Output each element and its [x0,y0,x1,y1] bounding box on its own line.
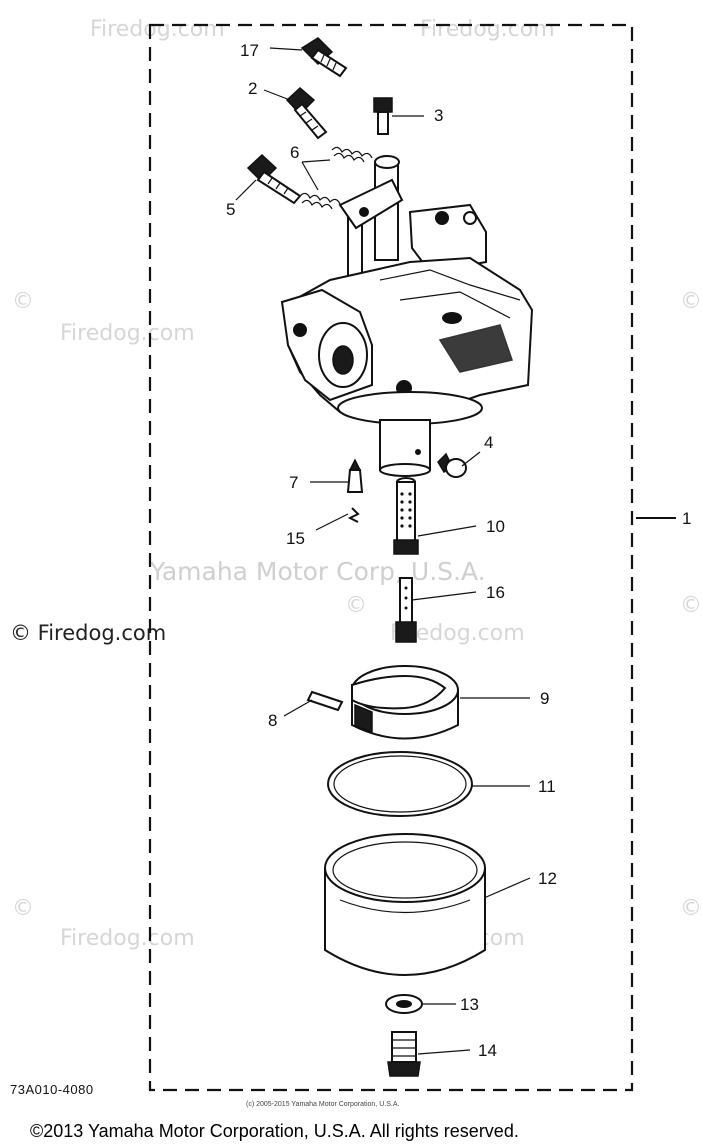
watermark-middle: Yamaha Motor Corp, U.S.A. [149,557,486,586]
watermark-text: Firedog.com [420,17,555,42]
part-6-springs [299,146,373,210]
svg-text:©: © [12,289,34,314]
part-4-screw [437,452,467,478]
callout-17: 17 [240,41,259,60]
callout-labels: 17 2 3 6 5 4 7 15 10 16 9 8 11 12 13 14 … [226,41,691,1060]
callout-5: 5 [226,200,235,219]
svg-text:©: © [680,896,702,921]
watermark-layer: © Firedog.com © © © Firedog.com © Firedo… [10,17,702,951]
part-7-needle [346,458,364,493]
svg-text:©: © [680,593,702,618]
carburetor-body [280,155,534,477]
callout-15: 15 [286,529,305,548]
part-17-screw [300,37,348,78]
part-15-clip [347,507,360,523]
leader-lines [235,47,531,1055]
watermark-left: © Firedog.com [10,621,166,645]
svg-text:©: © [345,593,367,618]
part-8-pin [306,690,344,712]
svg-text:©: © [680,289,702,314]
callout-10: 10 [486,517,505,536]
part-12-float-bowl [324,833,486,976]
callout-8: 8 [268,711,277,730]
callout-6: 6 [290,143,299,162]
callout-2: 2 [248,79,257,98]
callout-12: 12 [538,869,557,888]
svg-text:©: © [12,896,34,921]
part-13-washer [385,994,423,1014]
watermark-text: Firedog.com [90,17,225,42]
assembly-boundary [148,23,634,1092]
callout-16: 16 [486,583,505,602]
watermark-text: Firedog.com [60,321,195,346]
callout-3: 3 [434,106,443,125]
callout-9: 9 [540,689,549,708]
part-5-screw [246,153,302,205]
part-3-screw [373,97,393,135]
part-9-float [351,665,459,740]
callout-14: 14 [478,1041,497,1060]
part-2-screw [285,86,328,140]
footer-copyright: ©2013 Yamaha Motor Corporation, U.S.A. A… [30,1121,519,1141]
callout-11: 11 [538,777,556,796]
part-11-gasket [327,751,473,817]
callout-7: 7 [289,473,298,492]
watermark-text: Firedog.com [60,926,195,951]
callout-13: 13 [460,995,479,1014]
callout-4: 4 [484,433,493,452]
part-10-jet-tube [393,477,419,555]
part-14-bolt [387,1031,421,1077]
part-16-jet [395,577,417,643]
small-copyright: (c) 2005-2015 Yamaha Motor Corporation, … [246,1101,399,1108]
callout-1: 1 [682,509,691,528]
diagram-code: 73A010-4080 [10,1082,94,1097]
